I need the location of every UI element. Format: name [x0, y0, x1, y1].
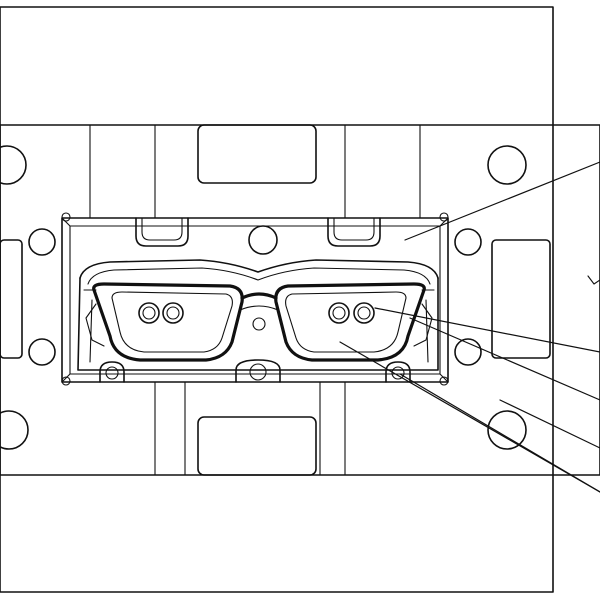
guide-pin-holes — [0, 145, 527, 450]
insert-block — [61, 217, 449, 383]
guide-pin-hole — [454, 228, 482, 256]
insert-inner-edge — [69, 225, 441, 375]
callout-leader — [404, 161, 600, 241]
guide-strips — [89, 124, 421, 476]
guide-pin-hole — [0, 410, 29, 450]
left-side-slot — [0, 239, 23, 359]
nose-bridge — [240, 292, 278, 300]
ejector-pin — [138, 302, 160, 324]
top-slot — [197, 124, 317, 184]
gate-bosses — [99, 359, 411, 383]
partial-callout-mark — [587, 275, 600, 285]
right-side-slot — [491, 239, 551, 359]
outer-mold-plate — [0, 6, 554, 593]
cavity-insert — [61, 212, 449, 386]
frame-parting-band — [77, 259, 439, 371]
ejector-pin — [328, 302, 350, 324]
ejector-pin — [353, 302, 375, 324]
ejector-pins — [138, 302, 375, 324]
sprue-hole — [248, 225, 278, 255]
guide-pin-hole — [487, 145, 527, 185]
callout-leader — [374, 307, 600, 353]
bottom-slot — [197, 416, 317, 476]
left-lens-rim — [92, 282, 244, 362]
guide-pin-hole — [28, 338, 56, 366]
locating-tabs — [135, 217, 381, 247]
guide-pin-hole — [0, 145, 27, 185]
guide-pin-hole — [28, 228, 56, 256]
callout-leaders — [339, 161, 600, 493]
guide-pin-hole — [454, 338, 482, 366]
callout-leader — [399, 373, 600, 493]
callout-leader — [499, 399, 600, 449]
ejector-pin — [162, 302, 184, 324]
right-lens-rim — [274, 282, 426, 362]
eyeglass-frame — [85, 282, 433, 362]
guide-pin-hole — [487, 410, 527, 450]
callout-leader — [409, 317, 600, 401]
nose-pad-pin — [252, 317, 266, 331]
